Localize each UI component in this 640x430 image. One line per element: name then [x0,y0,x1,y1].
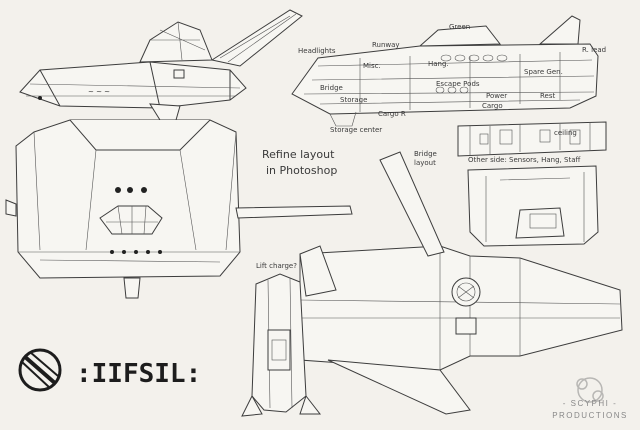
label-spare-gen: Spare Gen. [524,68,563,76]
cross-section [291,15,599,127]
watermark-text-top: - SCYPHI - [563,399,618,408]
label-r-lead: R. lead [582,46,606,54]
label-bridge: Bridge [320,84,343,92]
label-cargo: Cargo [482,102,503,110]
glyph-title: :IIFSIL: [76,359,201,389]
label-power: Power [486,92,507,100]
label-cargo-r: Cargo R [378,110,406,118]
label-storage-center: Storage center [330,126,382,134]
label-green: Green [449,23,470,31]
label-runway: Runway [372,41,400,49]
window-ovals [435,54,508,94]
label-headlights: Headlights [298,47,336,55]
watermark [576,377,604,403]
label-escape-pods: Escape Pods [436,80,480,88]
label-hang: Hang. [428,60,449,68]
note-refine-1: Refine layout [262,148,335,161]
label-ceiling: ceiling [554,129,577,137]
label-bridge-layout-a: Bridge [414,150,437,158]
side-view-ship [19,9,303,121]
label-bridge-layout: layout [414,159,436,167]
watermark-wordmark: PRODUCTIONS [552,411,628,420]
note-refine: in Photoshop [266,164,337,177]
emblem-icon [18,348,62,392]
label-misc: Misc. [363,62,381,70]
label-rest: Rest [540,92,556,100]
bridge-detail [457,121,607,247]
lift-charge-detail [241,273,322,417]
label-storage: Storage [340,96,367,104]
front-view-hull [5,119,353,299]
label-other-side: Other side: Sensors, Hang, Staff [468,156,580,164]
top-down-ship [299,151,623,415]
label-lift-charge: Lift charge? [256,262,297,270]
hull-scribble: ~ ~ ~ [88,88,110,96]
